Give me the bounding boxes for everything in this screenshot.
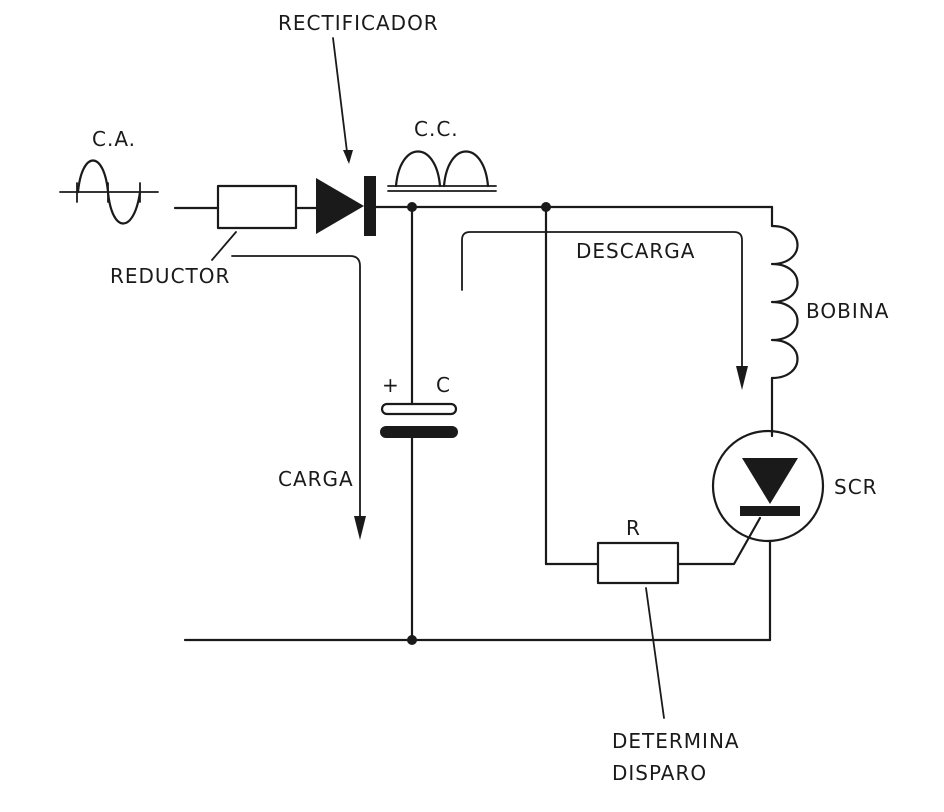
rectifier-label: RECTIFICADOR — [278, 11, 439, 35]
capacitor-plus-label: + — [382, 373, 400, 397]
discharge-label: DESCARGA — [576, 239, 695, 263]
scr-label: SCR — [834, 475, 878, 499]
discharge-arrow — [461, 231, 748, 390]
resistor-label: R — [626, 516, 641, 540]
capacitor-bottom-plate — [380, 426, 458, 438]
charge-label: CARGA — [278, 467, 354, 491]
reducer-label: REDUCTOR — [110, 264, 230, 288]
reducer-pointer — [211, 231, 237, 261]
dc-label: C.C. — [414, 117, 459, 141]
trigger-label-line1: DETERMINA — [612, 729, 740, 753]
junction-capacitor-bottom — [407, 635, 417, 645]
trigger-label-line2: DISPARO — [612, 761, 707, 785]
coil — [770, 205, 799, 438]
capacitor-top-plate — [380, 402, 458, 416]
reducer-box — [216, 184, 298, 230]
rectifier-diode — [316, 176, 376, 236]
capacitor-label: C — [436, 373, 451, 397]
trigger-pointer — [645, 587, 665, 719]
resistor-box — [596, 541, 680, 585]
charge-arrow — [231, 255, 366, 540]
scr — [711, 429, 825, 543]
rectifier-pointer-arrowhead — [343, 150, 353, 164]
rectifier-pointer — [332, 37, 349, 161]
dc-pulses — [387, 150, 497, 192]
coil-label: BOBINA — [806, 299, 889, 323]
gate-wire — [676, 516, 762, 566]
ac-waveform — [59, 159, 159, 225]
ac-label: C.A. — [92, 127, 136, 151]
